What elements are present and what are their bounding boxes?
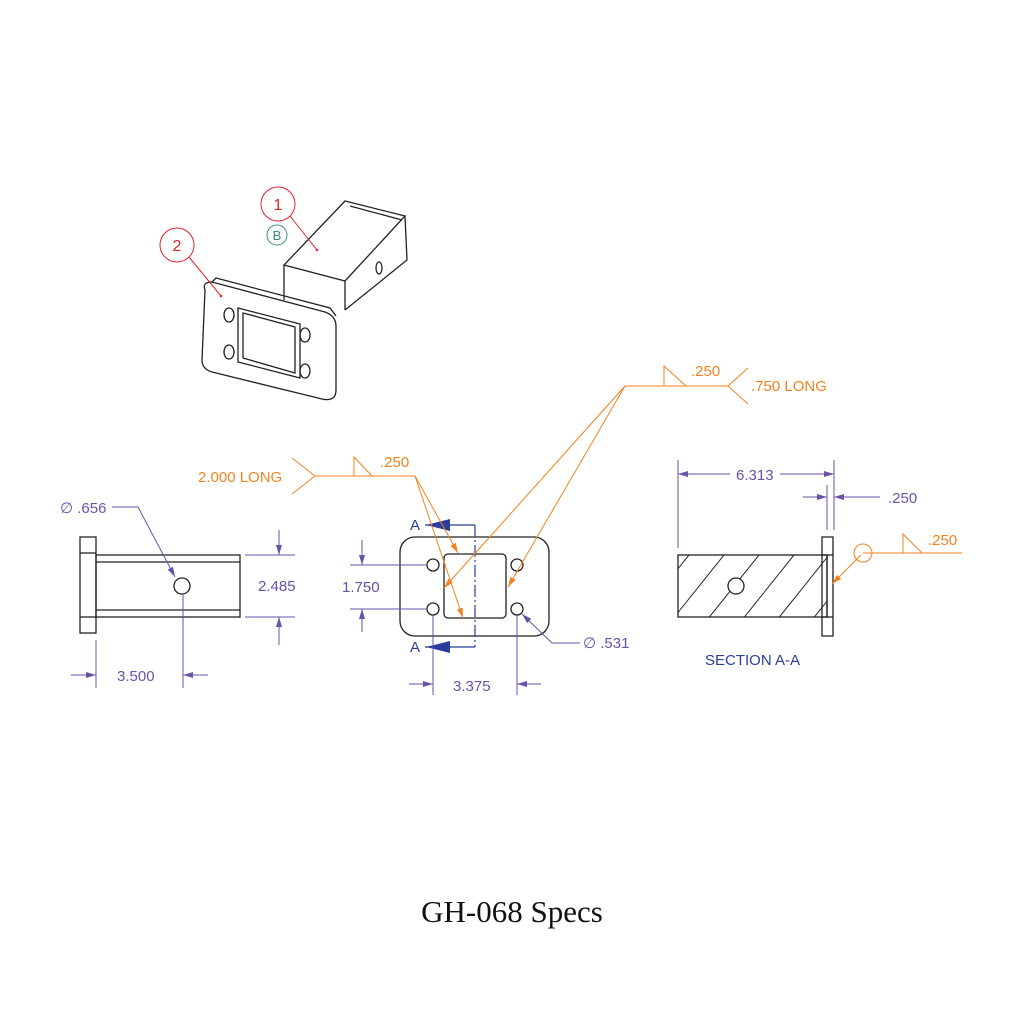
front-view: A A 1.750 3.375 ∅ .531	[342, 517, 629, 695]
balloon-item-2: 2	[159, 227, 223, 298]
height-dimension: 2.485	[258, 578, 296, 595]
length-dimension: 6.313	[736, 467, 774, 484]
hole-offset-dimension: 3.500	[117, 668, 155, 685]
svg-text:B: B	[273, 228, 282, 243]
section-view: 6.313 .250 .250 SECTION A-A	[677, 460, 962, 669]
hole-diameter-label: ∅ .656	[60, 500, 106, 517]
hole-diameter-label: ∅ .531	[583, 635, 629, 652]
weld-symbol-right: .250 .750 LONG	[443, 363, 827, 589]
datum-b: B	[266, 224, 288, 246]
balloon-label: 2	[173, 238, 182, 255]
horizontal-spacing-dimension: 3.375	[453, 678, 491, 695]
section-title: SECTION A-A	[705, 652, 800, 669]
side-view: ∅ .656 2.485 3.500	[60, 500, 296, 688]
weld-size-label: .250	[380, 454, 409, 471]
balloon-label: 1	[274, 197, 283, 214]
weld-size-label: .250	[928, 532, 957, 549]
section-label: A	[410, 639, 420, 656]
weld-size-label: .250	[691, 363, 720, 380]
page-title: GH-068 Specs	[421, 894, 603, 929]
weld-symbol-left: 2.000 LONG .250	[198, 454, 464, 619]
vertical-spacing-dimension: 1.750	[342, 579, 380, 596]
weld-length-label: 2.000 LONG	[198, 469, 282, 486]
balloon-item-1: 1	[260, 186, 319, 252]
section-label: A	[410, 517, 420, 534]
weld-length-label: .750 LONG	[751, 378, 827, 395]
isometric-view	[201, 200, 408, 401]
flange-thickness-dimension: .250	[888, 490, 917, 507]
